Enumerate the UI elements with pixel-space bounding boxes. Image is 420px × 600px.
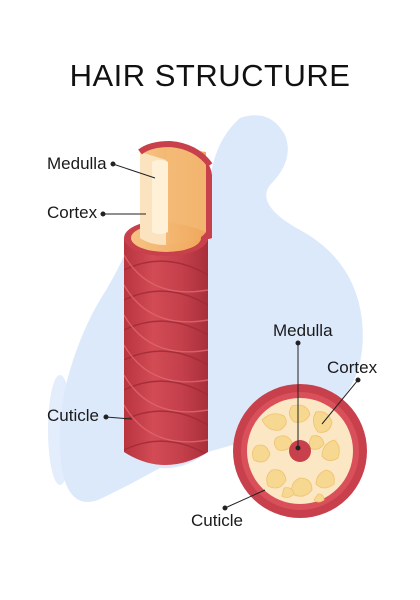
hair-shaft-longitudinal: [124, 140, 213, 465]
leader-lines: [100, 161, 361, 511]
page-title: HAIR STRUCTURE: [69, 58, 351, 93]
label-medulla-cross-section: Medulla: [273, 321, 333, 340]
label-cuticle-longitudinal: Cuticle: [47, 406, 99, 425]
label-cortex-cross-section: Cortex: [327, 358, 378, 377]
label-cuticle-cross-section: Cuticle: [191, 511, 243, 530]
label-cortex-longitudinal: Cortex: [47, 203, 98, 222]
label-medulla-longitudinal: Medulla: [47, 154, 107, 173]
hair-cross-section: [233, 384, 367, 518]
